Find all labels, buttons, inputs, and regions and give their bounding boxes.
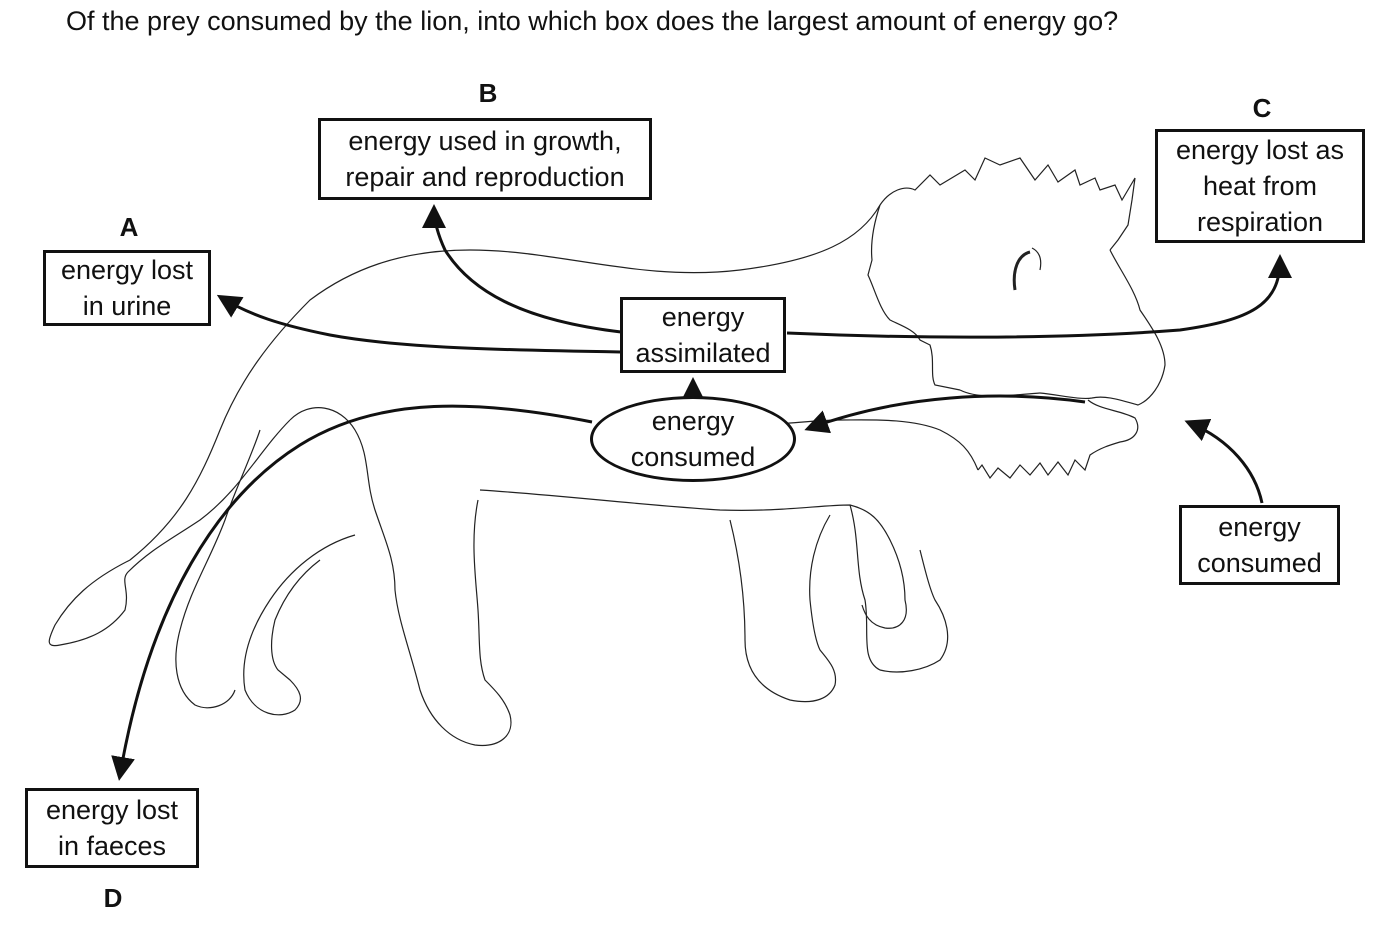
energy-flow-arrows — [111, 204, 1292, 781]
box-energy-lost-faeces[interactable]: energy lost in faeces — [25, 788, 199, 868]
box-energy-assimilated: energy assimilated — [620, 297, 786, 373]
box-energy-heat[interactable]: energy lost as heat from respiration — [1155, 129, 1365, 243]
arrow-assimilated-to-urine — [216, 294, 622, 354]
arrow-assimilated-to-growth — [422, 204, 622, 334]
arrow-head-to-consumed — [804, 394, 1086, 434]
box-urine-line1: energy lost — [60, 255, 194, 285]
box-energy-consumed-outside: energy consumed — [1179, 505, 1340, 585]
box-energy-growth[interactable]: energy used in growth, repair and reprod… — [318, 118, 652, 200]
box-faeces-line1: energy lost — [45, 795, 179, 825]
label-d: D — [103, 883, 123, 913]
ellipse-consumed-line2: consumed — [630, 442, 756, 472]
ellipse-consumed-line1: energy — [651, 406, 735, 436]
label-a: A — [119, 212, 139, 242]
arrow-assimilated-to-heat — [786, 254, 1292, 339]
box-faeces-line2: in faeces — [57, 831, 167, 861]
label-b: B — [478, 78, 498, 108]
box-consumed-outside-line2: consumed — [1197, 548, 1322, 578]
box-assimilated-line1: energy — [661, 302, 745, 332]
box-urine-line2: in urine — [82, 291, 172, 321]
label-c: C — [1252, 93, 1272, 123]
box-heat-line1: energy lost as — [1175, 135, 1345, 165]
box-heat-line2: heat from — [1202, 171, 1318, 201]
box-assimilated-line2: assimilated — [635, 338, 771, 368]
box-growth-line1: energy used in growth, — [348, 126, 622, 156]
question-text: Of the prey consumed by the lion, into w… — [66, 6, 1119, 36]
box-heat-line3: respiration — [1196, 207, 1324, 237]
lion-outline — [48, 157, 1166, 747]
box-growth-line2: repair and reproduction — [345, 162, 625, 192]
box-consumed-outside-line1: energy — [1218, 512, 1301, 542]
arrow-consumed-to-faeces — [111, 404, 593, 781]
box-energy-lost-urine[interactable]: energy lost in urine — [43, 250, 211, 326]
arrow-outside-to-head — [1184, 419, 1264, 504]
ellipse-energy-consumed: energy consumed — [590, 396, 796, 482]
